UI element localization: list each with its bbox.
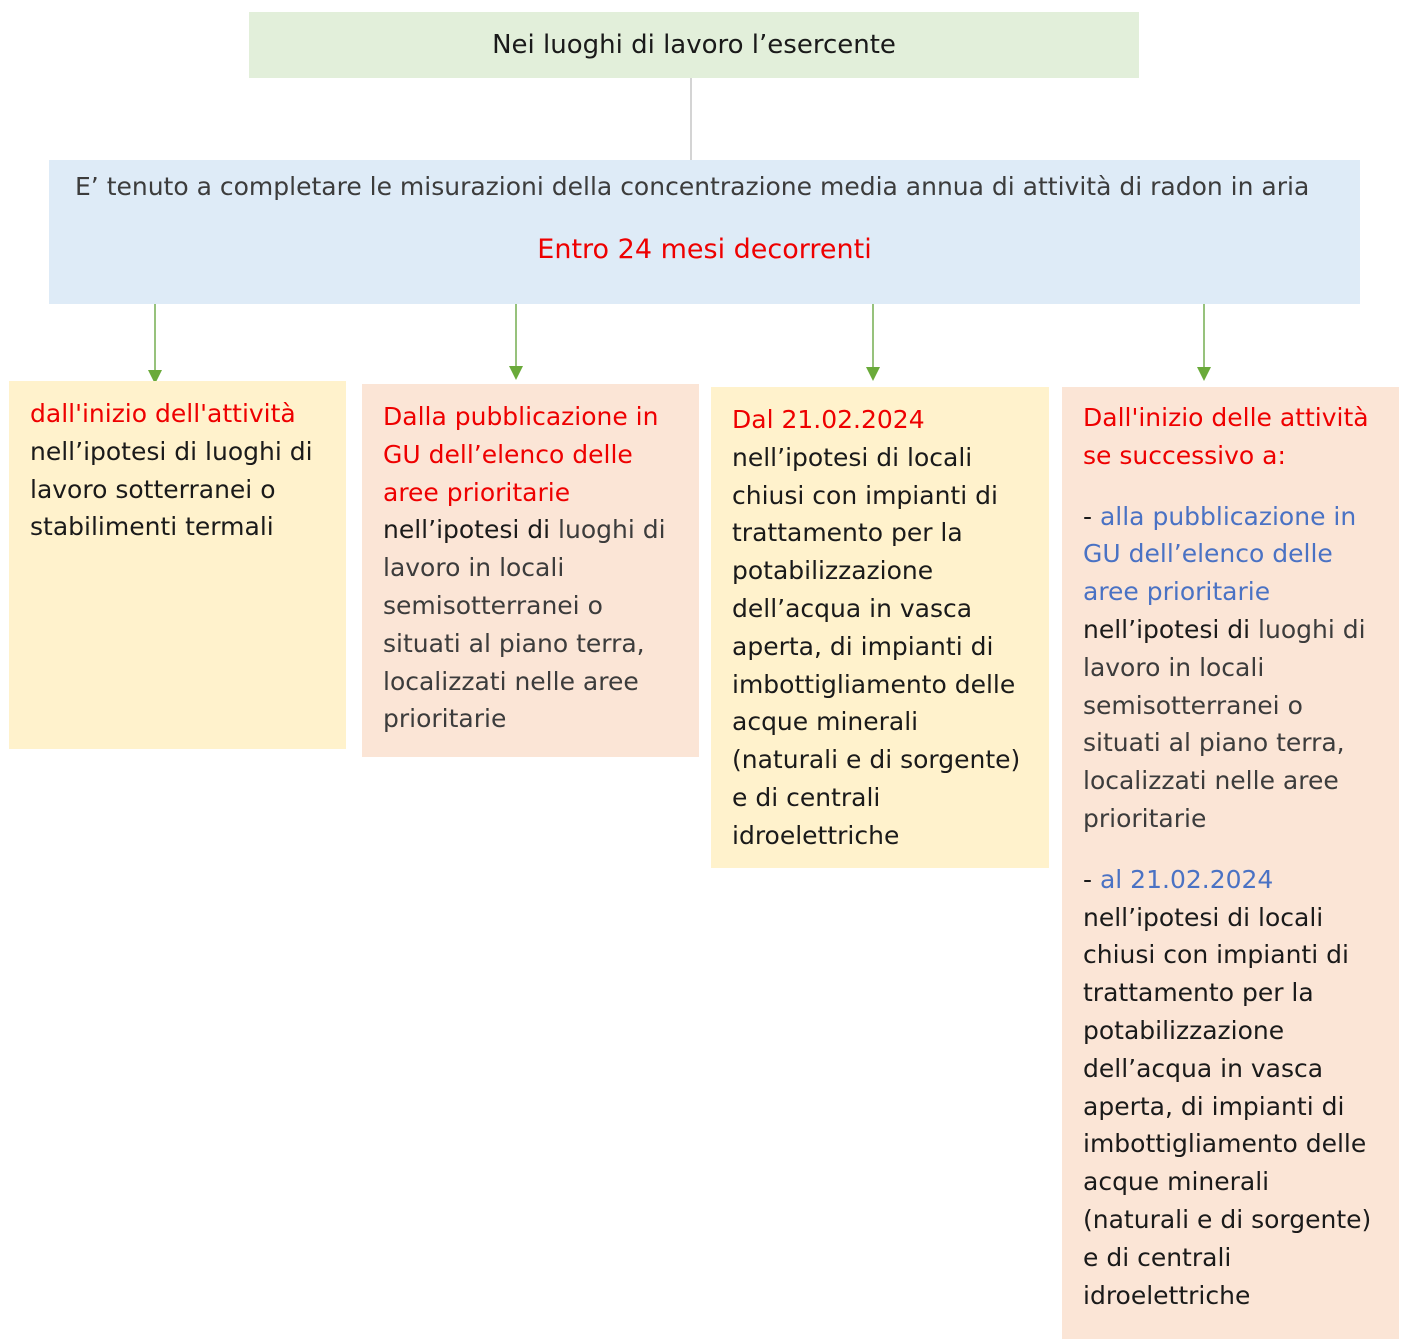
- column-4-box: Dall'inizio delle attività se successivo…: [1062, 387, 1399, 1339]
- col4-item1-body-b: luoghi di lavoro in locali semisotterran…: [1083, 614, 1366, 833]
- col3-lead: Dal 21.02.2024: [732, 405, 925, 434]
- col4-item-2: - al 21.02.2024 nell’ipotesi di locali c…: [1083, 861, 1381, 1315]
- col3-body: nell’ipotesi di locali chiusi con impian…: [732, 442, 1021, 850]
- column-3-box: Dal 21.02.2024 nell’ipotesi di locali ch…: [711, 387, 1049, 868]
- column-2-box: Dalla pubblicazione in GU dell’elenco de…: [362, 384, 699, 757]
- col4-item2-dash: -: [1083, 864, 1100, 894]
- col4-item2-body: nell’ipotesi di locali chiusi con impian…: [1083, 902, 1372, 1310]
- col2-body-b: luoghi di lavoro in locali semisotterran…: [383, 515, 666, 734]
- header-title: Nei luoghi di lavoro l’esercente: [492, 30, 896, 60]
- arrow-head-col3: [866, 367, 880, 381]
- col1-body: nell’ipotesi di luoghi di lavoro sotterr…: [30, 436, 313, 542]
- col4-item2-lead: al 21.02.2024: [1099, 864, 1274, 894]
- arrow-head-col2: [509, 366, 523, 380]
- main-box: E’ tenuto a completare le misurazioni de…: [49, 160, 1360, 304]
- col4-item-1: - alla pubblicazione in GU dell’elenco d…: [1083, 498, 1381, 838]
- col2-lead: Dalla pubblicazione in GU dell’elenco de…: [383, 402, 659, 507]
- col4-item1-lead: alla pubblicazione in GU dell’elenco del…: [1083, 501, 1357, 607]
- column-1-box: dall'inizio dell'attività nell’ipotesi d…: [9, 381, 346, 749]
- arrow-head-col4: [1197, 367, 1211, 381]
- col1-lead: dall'inizio dell'attività: [30, 399, 296, 428]
- col4-item1-dash: -: [1083, 501, 1100, 531]
- col2-body-a: nell’ipotesi di: [383, 515, 559, 545]
- main-text: E’ tenuto a completare le misurazioni de…: [75, 172, 1310, 201]
- col4-item1-body-a: nell’ipotesi di: [1083, 614, 1259, 644]
- main-deadline: Entro 24 mesi decorrenti: [537, 234, 872, 265]
- header-box: Nei luoghi di lavoro l’esercente: [249, 12, 1139, 78]
- col4-lead: Dall'inizio delle attività se successivo…: [1083, 403, 1369, 470]
